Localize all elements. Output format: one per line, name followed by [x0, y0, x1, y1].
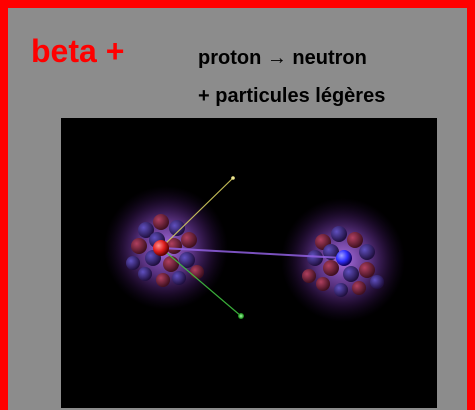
arrow-icon: →	[266, 47, 287, 69]
decay-scene	[61, 118, 437, 408]
decay-title: beta +	[31, 33, 125, 69]
caption-proton: proton	[198, 47, 267, 69]
neutron	[336, 250, 352, 266]
transition-track	[160, 247, 344, 259]
positron	[231, 176, 235, 180]
positron-track	[160, 177, 234, 249]
caption-line-1: proton → neutron	[198, 45, 367, 71]
neutrino-track	[160, 247, 242, 317]
proton	[153, 240, 169, 256]
caption-neutron: neutron	[286, 47, 367, 69]
decay-illustration	[104, 176, 405, 322]
caption-line-2: + particules légères	[198, 85, 386, 107]
neutrino	[238, 313, 244, 319]
